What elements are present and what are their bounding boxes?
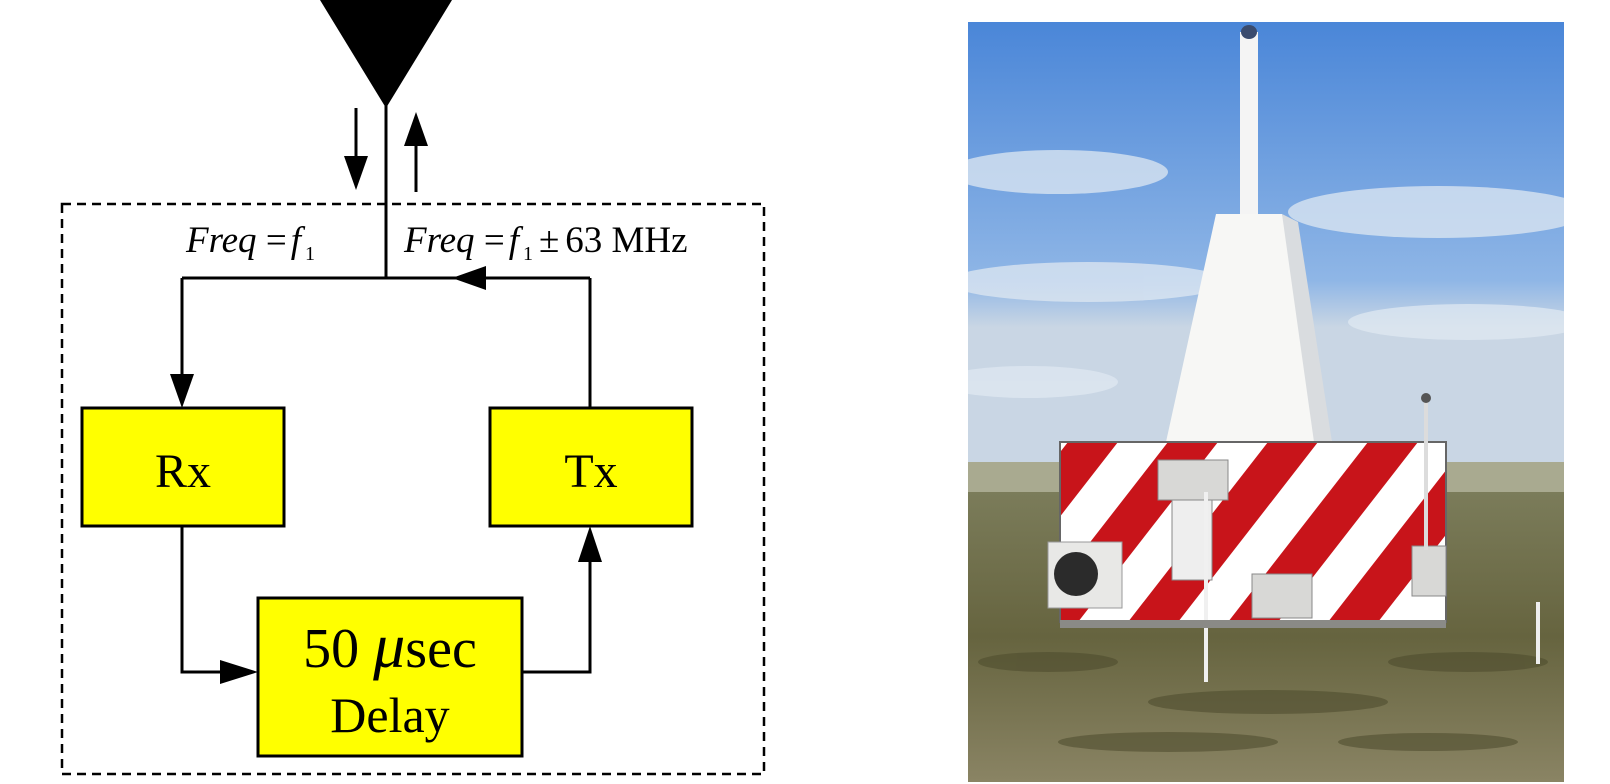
freq-up-var: Freq	[404, 220, 475, 261]
tx-label: Tx	[564, 445, 618, 498]
incoming-signal-arrow	[344, 108, 368, 190]
freq-down-sub: 1	[304, 243, 315, 266]
side-panel	[1411, 545, 1447, 597]
freq-down-var: Freq	[186, 220, 257, 261]
pole	[1204, 492, 1208, 682]
marker-post	[1536, 602, 1540, 664]
delay-label: 50 μsec	[258, 614, 522, 678]
delay-value: 50	[303, 618, 360, 680]
freq-up-pm: ±	[538, 220, 560, 261]
shelter-base	[1060, 620, 1446, 628]
vent-panel-bottom	[1251, 573, 1313, 619]
small-mast-light	[1421, 393, 1431, 403]
freq-down-eq: =	[256, 220, 287, 261]
rx-box	[80, 406, 286, 528]
freq-up-f: f	[508, 220, 519, 261]
radome-shade	[1282, 214, 1332, 442]
grass-texture	[978, 652, 1548, 752]
ac-fan-icon	[1054, 552, 1098, 596]
tx-box	[488, 406, 694, 528]
delay-box	[256, 596, 524, 758]
rx-to-delay-line	[180, 526, 226, 674]
rx-input-arrow	[170, 374, 194, 408]
freq-down-f: f	[290, 220, 301, 261]
rx-label: Rx	[154, 445, 211, 498]
delay-to-tx-arrow	[578, 526, 602, 562]
transponder-block-diagram	[60, 0, 766, 776]
freq-up-sub: 1	[522, 243, 533, 266]
bus-arrow	[452, 266, 486, 290]
outgoing-signal-arrow	[404, 112, 428, 192]
antenna-mast	[1240, 32, 1258, 222]
delay-word: Delay	[330, 687, 450, 743]
rx-to-delay-arrow	[220, 660, 258, 684]
freq-up-value: 63 MHz	[565, 220, 688, 261]
delay-unit: sec	[405, 618, 477, 680]
freq-up-eq: =	[474, 220, 505, 261]
antenna-tip	[1241, 25, 1257, 39]
delay-to-tx-line	[522, 560, 592, 674]
vent-panel-top	[1157, 459, 1229, 501]
delay-unit-symbol: μ	[373, 610, 406, 681]
transponder-enclosure	[60, 202, 766, 776]
antenna-icon	[320, 0, 452, 108]
small-mast	[1424, 400, 1428, 550]
clouds	[968, 150, 1564, 398]
beacon-tower-photo	[968, 22, 1564, 782]
